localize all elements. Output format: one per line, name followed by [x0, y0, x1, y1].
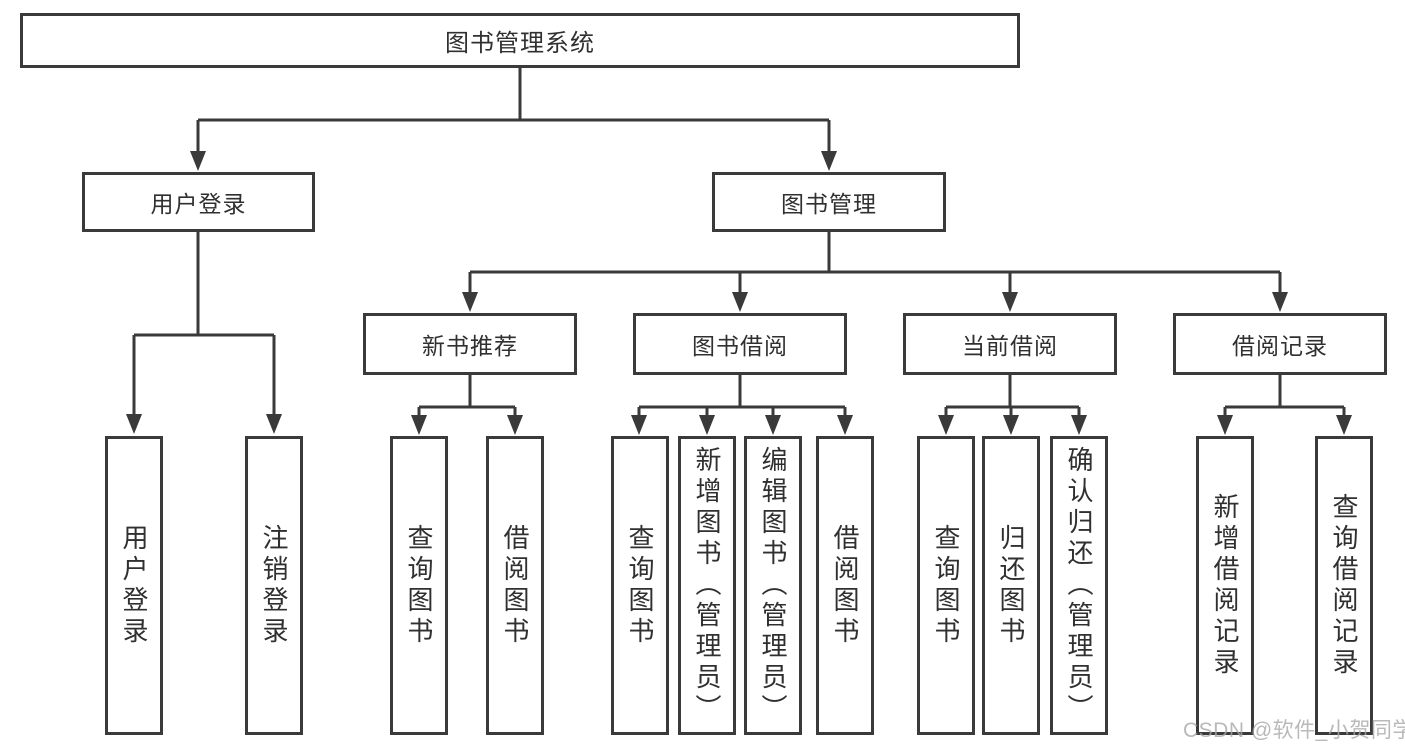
arrowheads	[126, 151, 1352, 435]
leaf-current-query-book: 查询图书	[917, 436, 975, 735]
leaf-user-login-label: 用户登录	[119, 523, 149, 648]
node-current-borrow: 当前借阅	[903, 313, 1117, 375]
leaf-add-borrow-record-label: 新增借阅记录	[1210, 492, 1240, 679]
leaf-return-book: 归还图书	[982, 436, 1040, 735]
node-new-book-recommend-label: 新书推荐	[422, 333, 518, 359]
leaf-add-borrow-record: 新增借阅记录	[1196, 436, 1254, 735]
leaf-edit-book-admin: 编辑图书（管理员）	[744, 436, 802, 735]
leaf-query-borrow-record-label: 查询借阅记录	[1329, 492, 1359, 679]
leaf-recommend-query-book: 查询图书	[390, 436, 448, 735]
node-borrow-records: 借阅记录	[1173, 313, 1387, 375]
node-root-label: 图书管理系统	[445, 30, 595, 57]
node-book-borrow-label: 图书借阅	[692, 333, 788, 359]
leaf-current-query-book-label: 查询图书	[931, 523, 961, 648]
node-root-system: 图书管理系统	[20, 13, 1020, 68]
node-book-borrow: 图书借阅	[633, 313, 847, 375]
leaf-confirm-return-admin-label: 确认归还（管理员）	[1064, 446, 1094, 725]
leaf-return-book-label: 归还图书	[996, 523, 1026, 648]
leaf-confirm-return-admin: 确认归还（管理员）	[1050, 436, 1108, 735]
node-user-login-label: 用户登录	[150, 191, 247, 217]
node-current-borrow-label: 当前借阅	[962, 333, 1058, 359]
node-new-book-recommend: 新书推荐	[363, 313, 577, 375]
leaf-edit-book-admin-label: 编辑图书（管理员）	[758, 446, 788, 725]
leaf-user-login: 用户登录	[105, 436, 163, 735]
leaf-add-book-admin: 新增图书（管理员）	[678, 436, 736, 735]
leaf-logout: 注销登录	[245, 436, 303, 735]
leaf-recommend-borrow-book: 借阅图书	[486, 436, 544, 735]
leaf-add-book-admin-label: 新增图书（管理员）	[692, 446, 722, 725]
leaf-borrow-book-label: 借阅图书	[830, 523, 860, 648]
leaf-borrow-query-book-label: 查询图书	[625, 523, 655, 648]
leaf-logout-label: 注销登录	[259, 523, 289, 648]
leaf-borrow-query-book: 查询图书	[611, 436, 669, 735]
csdn-watermark: CSDN @软件_小贺同学	[1183, 719, 1405, 742]
node-book-management: 图书管理	[712, 172, 946, 232]
leaf-recommend-borrow-book-label: 借阅图书	[500, 523, 530, 648]
node-user-login: 用户登录	[82, 172, 315, 232]
node-book-management-label: 图书管理	[781, 191, 877, 217]
leaf-borrow-book: 借阅图书	[816, 436, 874, 735]
leaf-query-borrow-record: 查询借阅记录	[1315, 436, 1373, 735]
node-borrow-records-label: 借阅记录	[1232, 333, 1328, 359]
leaf-recommend-query-book-label: 查询图书	[404, 523, 434, 648]
